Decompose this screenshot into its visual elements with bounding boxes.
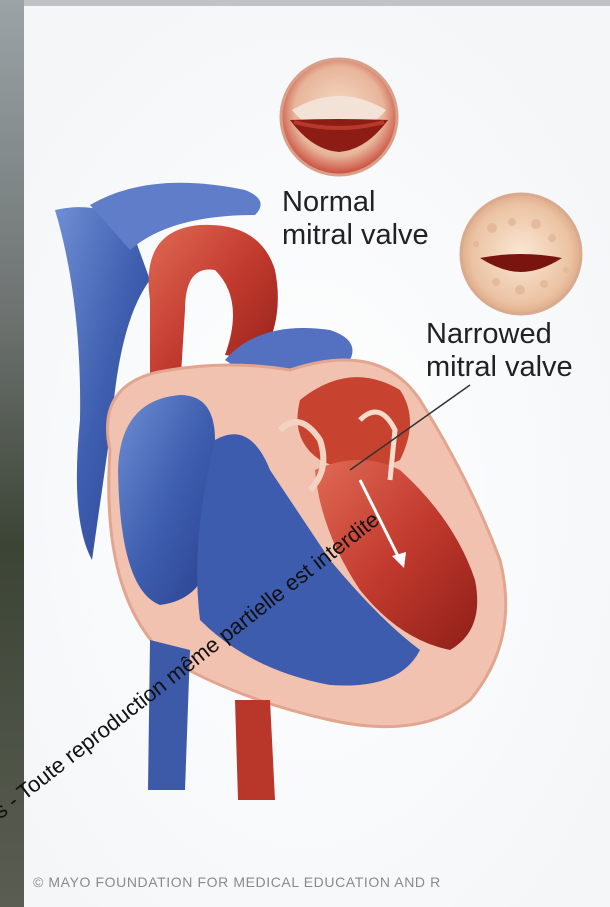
normal-valve: [281, 59, 397, 175]
narrowed-valve: [461, 194, 581, 314]
normal-label-line1: Normal: [282, 186, 429, 219]
photo-strip: [0, 0, 24, 907]
narrowed-label-line2: mitral valve: [426, 351, 573, 384]
normal-label-line2: mitral valve: [282, 219, 429, 252]
narrowed-label-line1: Narrowed: [426, 318, 573, 351]
copyright-notice: © MAYO FOUNDATION FOR MEDICAL EDUCATION …: [33, 874, 441, 890]
narrowed-valve-label: Narrowed mitral valve: [426, 318, 573, 384]
normal-valve-label: Normal mitral valve: [282, 186, 429, 252]
